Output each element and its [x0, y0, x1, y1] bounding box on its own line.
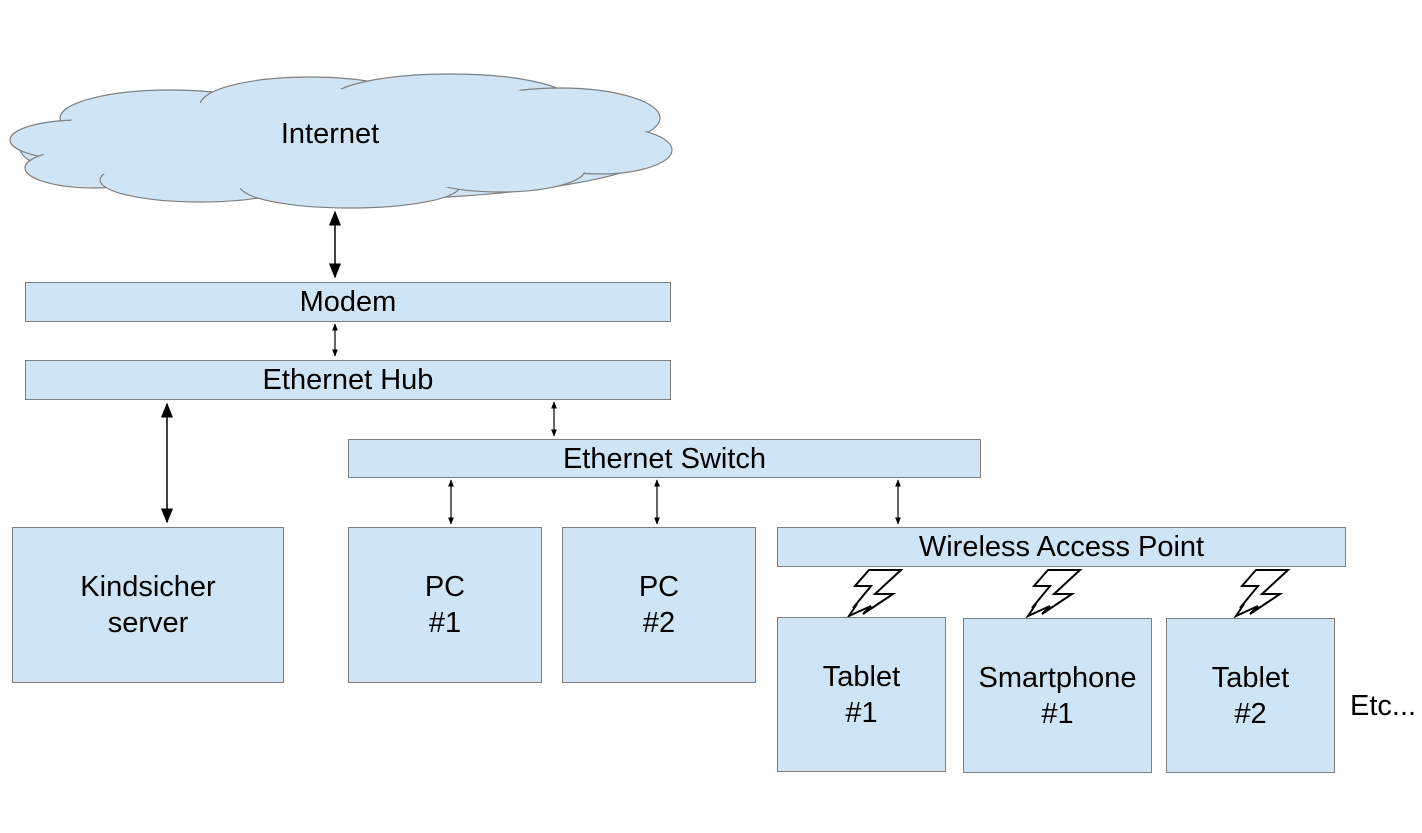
ethernet-switch-box: Ethernet Switch: [348, 439, 981, 478]
tablet1-box: Tablet #1: [777, 617, 946, 772]
modem-label: Modem: [299, 286, 397, 318]
pc1-box: PC #1: [348, 527, 542, 683]
kindsicher-label-line2: server: [107, 607, 189, 639]
kindsicher-server-box: Kindsicher server: [12, 527, 284, 683]
pc2-label-line2: #2: [642, 607, 676, 639]
tablet1-label-line2: #1: [845, 696, 878, 729]
wireless-bolt-icon: [1233, 569, 1291, 619]
tablet2-label-line1: Tablet: [1211, 661, 1290, 694]
pc1-label-line1: PC: [424, 571, 466, 603]
wireless-bolt-icon: [846, 569, 904, 619]
smartphone1-label-line1: Smartphone: [978, 661, 1137, 694]
etc-label: Etc...: [1350, 690, 1417, 722]
tablet2-label-line2: #2: [1234, 697, 1267, 730]
pc2-box: PC #2: [562, 527, 756, 683]
ethernet-hub-label: Ethernet Hub: [262, 364, 434, 396]
smartphone1-label-line2: #1: [1041, 697, 1074, 730]
ethernet-hub-box: Ethernet Hub: [25, 360, 671, 400]
tablet2-box: Tablet #2: [1166, 618, 1335, 773]
tablet1-label-line1: Tablet: [822, 660, 901, 693]
ethernet-switch-label: Ethernet Switch: [562, 442, 767, 475]
wireless-bolt-icon: [1025, 569, 1083, 619]
smartphone1-box: Smartphone #1: [963, 618, 1152, 773]
pc1-label-line2: #1: [428, 607, 462, 639]
wireless-access-point-box: Wireless Access Point: [777, 527, 1346, 567]
pc2-label-line1: PC: [638, 571, 680, 603]
internet-label: Internet: [280, 118, 380, 150]
kindsicher-label-line1: Kindsicher: [80, 571, 216, 603]
modem-box: Modem: [25, 282, 671, 322]
wap-label: Wireless Access Point: [918, 531, 1205, 563]
